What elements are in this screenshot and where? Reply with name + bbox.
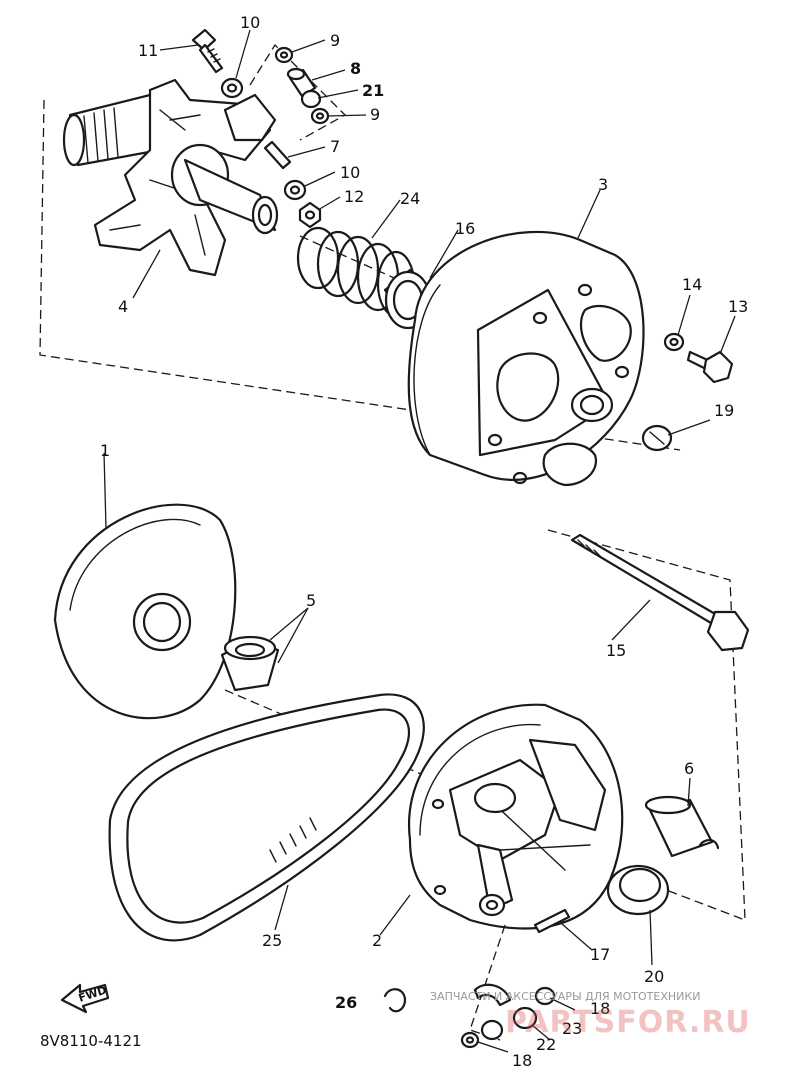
callout-7: 7 (330, 137, 340, 156)
roller-part-22 (512, 1006, 538, 1030)
callout-23: 23 (562, 1019, 582, 1038)
callout-labels: 11 10 9 8 21 9 7 10 12 24 16 3 4 14 13 1… (100, 13, 748, 1070)
callout-1: 1 (100, 441, 110, 460)
hub-shaft-part-4 (62, 78, 279, 277)
callout-13: 13 (728, 297, 748, 316)
washer-part-9-top (274, 46, 294, 64)
callout-25: 25 (262, 931, 282, 950)
callout-17: 17 (590, 945, 610, 964)
bushing-part-5 (220, 635, 280, 692)
drive-belt-part-25 (108, 693, 425, 942)
watermark-brand: PARTSFOR.RU (505, 1005, 751, 1040)
watermark: ЗАПЧАСТИ И АКСЕССУАРЫ ДЛЯ МОТОТЕХНИКИ PA… (430, 990, 751, 1040)
callout-2: 2 (372, 931, 382, 950)
callout-21: 21 (362, 81, 384, 100)
diagram-code: 8V8110-4121 (40, 1032, 142, 1050)
sleeve-part-6 (644, 795, 720, 858)
callout-9-bottom: 9 (370, 105, 380, 124)
callout-22: 22 (536, 1035, 556, 1054)
clip-part-26 (383, 988, 407, 1013)
callout-4: 4 (118, 297, 128, 316)
pin-part-17 (533, 908, 571, 934)
callout-9-top: 9 (330, 31, 340, 50)
clip-part-18-top (473, 983, 512, 1007)
washer-part-19 (641, 424, 673, 452)
washer-part-10-bottom (283, 179, 307, 201)
callout-5: 5 (306, 591, 316, 610)
callout-18-top: 18 (590, 999, 610, 1018)
callout-8: 8 (350, 59, 361, 78)
callout-3: 3 (598, 175, 608, 194)
watermark-caption: ЗАПЧАСТИ И АКСЕССУАРЫ ДЛЯ МОТОТЕХНИКИ (430, 990, 700, 1003)
callout-19: 19 (714, 401, 734, 420)
washer-part-10-top (220, 77, 244, 99)
bolt-part-13 (686, 350, 734, 384)
small-parts-bottom (383, 924, 556, 1049)
callout-6: 6 (684, 759, 694, 778)
callout-24: 24 (400, 189, 420, 208)
small-parts-top (191, 28, 347, 229)
callout-11: 11 (138, 41, 158, 60)
callout-10-bottom: 10 (340, 163, 360, 182)
sheave-disc-part-1 (53, 503, 237, 720)
callout-15: 15 (606, 641, 626, 660)
washer-part-23 (534, 986, 556, 1006)
forward-arrow-icon: FWD (60, 984, 110, 1014)
callout-20: 20 (644, 967, 664, 986)
nut-part-12 (298, 201, 322, 229)
cover-part-3 (407, 231, 645, 487)
washer-part-9-bottom (310, 107, 330, 125)
callout-12: 12 (344, 187, 364, 206)
washer-part-18-bottom (460, 1031, 480, 1049)
bolt-part-11 (191, 28, 224, 74)
sheave-assembly-part-2 (407, 703, 624, 930)
pin-part-7 (263, 140, 292, 170)
callout-14: 14 (682, 275, 702, 294)
roller-part-21 (300, 89, 322, 109)
callout-leader-lines (103, 29, 736, 1053)
callout-16: 16 (455, 219, 475, 238)
callout-26: 26 (335, 993, 357, 1012)
washer-part-14 (663, 332, 685, 352)
ring-part-20 (606, 864, 670, 916)
callout-18-bottom: 18 (512, 1051, 532, 1070)
callout-10-top: 10 (240, 13, 260, 32)
long-bolt-part-15 (570, 533, 750, 652)
